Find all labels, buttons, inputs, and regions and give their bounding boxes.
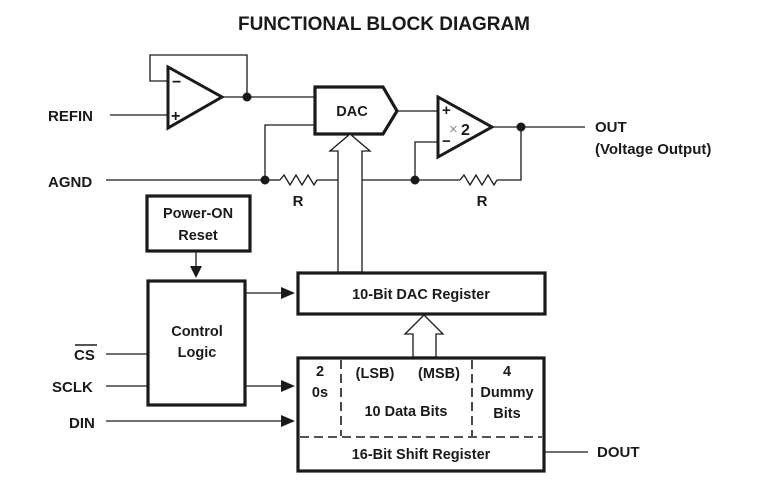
control-label-line2: Logic [178, 345, 217, 361]
power-on-label-line1: Power-ON [163, 206, 233, 222]
resistor-2-icon [459, 173, 498, 187]
msb-label: (MSB) [418, 366, 460, 382]
buffer-plus-sign: + [171, 108, 180, 125]
buffer-amp-triangle [166, 64, 226, 131]
data-bits-label: 10 Data Bits [364, 404, 447, 420]
dac-block: DAC [313, 85, 399, 136]
resistor-2-label: R [477, 193, 488, 210]
arrow-down-icon [190, 266, 202, 278]
arrow-right-icon [281, 415, 295, 427]
dac-register-label: 10-Bit DAC Register [352, 287, 490, 303]
control-logic-block [146, 279, 247, 407]
shift-register-label: 16-Bit Shift Register [352, 447, 491, 463]
output-amp-triangle [436, 94, 496, 160]
refin-label: REFIN [48, 108, 93, 125]
times-symbol: × [449, 121, 458, 138]
reference-buffer-amplifier: − + [149, 54, 316, 131]
zeros-label-line2: 0s [312, 385, 328, 401]
arrow-right-icon [281, 380, 295, 392]
dummy-label-line3: Bits [493, 406, 520, 422]
dummy-label-line2: Dummy [480, 385, 533, 401]
gain-value: 2 [461, 122, 470, 139]
shift-bus-arrow-icon [403, 314, 445, 358]
zeros-label-line1: 2 [316, 364, 324, 380]
dummy-label-line1: 4 [503, 364, 511, 380]
output-amp-minus-sign: − [442, 133, 451, 150]
buffer-feedback-wire [149, 54, 248, 97]
junction-dot [242, 92, 252, 102]
output-amp-plus-sign: + [442, 102, 451, 119]
dac-register-block [296, 271, 547, 316]
din-label: DIN [69, 415, 95, 432]
dac-label: DAC [336, 104, 368, 120]
cs-label: CS [74, 347, 95, 364]
control-label-line1: Control [171, 324, 223, 340]
power-on-reset-block [145, 194, 252, 253]
output-amp-minus-wire [414, 141, 438, 180]
dac-bus-arrow-icon [328, 133, 372, 273]
diagram-title: FUNCTIONAL BLOCK DIAGRAM [238, 14, 530, 35]
sclk-label: SCLK [52, 379, 93, 396]
output-amplifier: + − × 2 [436, 94, 496, 160]
buffer-minus-sign: − [172, 74, 181, 91]
dac-ref-low-wire [264, 124, 316, 180]
feedback-wire [497, 127, 522, 181]
resistor-1-label: R [293, 193, 304, 210]
resistor-1-icon [279, 173, 318, 187]
arrow-right-icon [281, 287, 295, 299]
dout-label: DOUT [597, 444, 640, 461]
agnd-label: AGND [48, 174, 92, 191]
out-note-label: (Voltage Output) [595, 141, 711, 158]
out-label: OUT [595, 119, 627, 136]
lsb-label: (LSB) [356, 366, 395, 382]
power-on-label-line2: Reset [178, 228, 218, 244]
dac-shape [313, 85, 399, 136]
shift-register-block [296, 356, 546, 473]
